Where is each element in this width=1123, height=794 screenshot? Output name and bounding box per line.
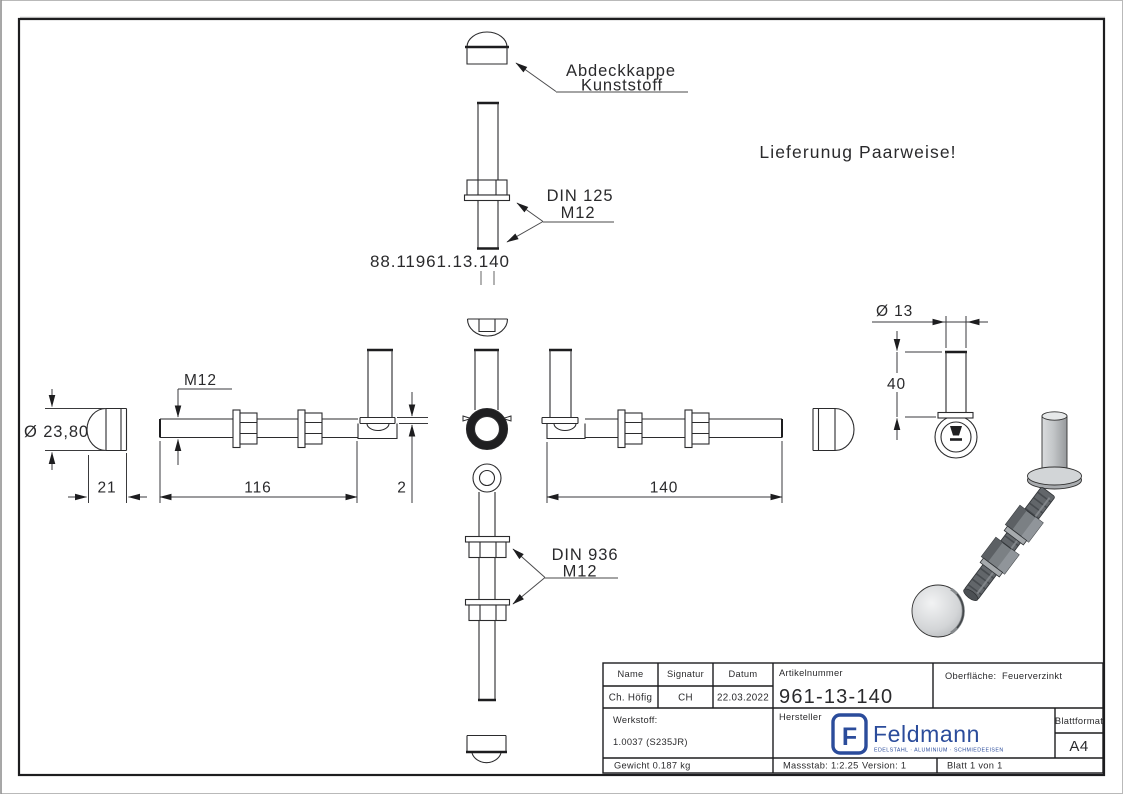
tb-version: Version: 1 (862, 761, 906, 771)
render-tube (1027, 411, 1082, 490)
dim-plate-thickness: 2 (397, 392, 428, 503)
tb-oberflaeche-label: Oberfläche: (945, 671, 996, 681)
dim-cap-length: 21 (68, 453, 147, 503)
washer-nut-pair-1 (232, 409, 258, 449)
washer-nut-pair-3 (617, 409, 643, 449)
cap-label-line1: Abdeckkappe (566, 62, 676, 80)
nut-washer-din125 (463, 179, 511, 202)
tube-plate-left (357, 348, 398, 440)
tb-werkstoff-value: 1.0037 (S235JR) (613, 737, 688, 747)
front-view-vertical (462, 318, 512, 764)
tb-value-name: Ch. Höfig (609, 693, 653, 704)
dim-plate-thickness-text: 2 (397, 480, 407, 497)
tb-value-datum: 22.03.2022 (717, 693, 769, 704)
tb-gewicht: Gewicht 0.187 kg (614, 761, 691, 771)
din936-label-line1: DIN 936 (552, 546, 619, 564)
dim-cap-diameter-text: Ø 23,80 (24, 423, 89, 441)
logo-mark-letter: F (842, 723, 857, 751)
dim-tube-diameter-text: Ø 13 (876, 303, 913, 320)
dim-cap-length-text: 21 (97, 480, 116, 497)
tb-blattformat-value: A4 (1069, 738, 1088, 755)
dim-thread: M12 (174, 372, 232, 465)
annotation-cover-cap: Abdeckkappe Kunststoff (515, 62, 688, 95)
delivery-note: Lieferunug Paarweise! (759, 142, 956, 162)
render-cap (911, 584, 965, 638)
logo-mark-frame (831, 713, 868, 755)
din125-label-line1: DIN 125 (547, 187, 614, 205)
annotation-din125: DIN 125 M12 (506, 187, 614, 243)
tube-plate-right (541, 348, 586, 440)
cap-label-line2: Kunststoff (581, 77, 663, 95)
tb-value-signatur: CH (678, 693, 693, 704)
washer-ring-view (472, 463, 502, 493)
feldmann-logo: F Feldmann EDELSTAHL · ALUMINIUM · SCHMI… (831, 713, 1004, 755)
dim-thread-text: M12 (184, 372, 217, 389)
locknut-2 (464, 598, 511, 622)
dim-tube-diameter: Ø 13 (872, 303, 988, 348)
tb-werkstoff-label: Werkstoff: (613, 715, 658, 725)
annotation-din936: DIN 936 M12 (512, 546, 619, 605)
tb-header-name: Name (618, 669, 644, 679)
cap-back-view (466, 318, 509, 337)
tb-blatt: Blatt 1 von 1 (947, 761, 1003, 771)
cap-side-left (86, 407, 128, 452)
dim-tube-height: 40 (884, 331, 942, 440)
threaded-rod-bottom (478, 492, 496, 702)
tube-front (474, 348, 499, 410)
dim-total-length: 140 (546, 441, 783, 503)
part-number: 88.11961.13.140 (370, 252, 510, 271)
logo-name: Feldmann (873, 721, 980, 747)
render-3d (911, 411, 1082, 638)
dim-tube-height-text: 40 (887, 376, 906, 393)
dim-thread-length-text: 116 (244, 480, 271, 497)
tube-section-ring (462, 407, 512, 451)
side-view-right (541, 348, 855, 452)
tb-header-datum: Datum (729, 669, 758, 679)
din125-label-line2: M12 (561, 204, 596, 222)
rod-side-left (159, 418, 358, 439)
washer-nut-pair-2 (297, 409, 323, 449)
logo-tagline: EDELSTAHL · ALUMINIUM · SCHMIEDEEISEN (874, 748, 1004, 754)
exploded-top-view (463, 31, 511, 285)
tb-massstab: Massstab: 1:2.25 (783, 761, 859, 771)
threaded-rod-top (477, 101, 499, 250)
tube-detail-body (934, 350, 978, 459)
din936-label-line2: M12 (563, 563, 598, 581)
render-rod (963, 487, 1055, 602)
side-view-left (86, 348, 398, 452)
tb-header-signatur: Signatur (667, 669, 704, 679)
cap-side-right (812, 407, 855, 452)
dim-thread-length: 116 (159, 441, 358, 503)
tb-artikelnummer-value: 961-13-140 (779, 686, 893, 708)
tb-hersteller-label: Hersteller (779, 712, 822, 722)
cover-cap-top (465, 31, 509, 65)
tb-blattformat-label: Blattformat (1055, 716, 1103, 726)
tb-artikelnummer-label: Artikelnummer (779, 668, 843, 678)
washer-nut-pair-4 (684, 409, 710, 449)
cover-cap-bottom (466, 734, 507, 764)
tb-oberflaeche-value: Feuerverzinkt (1002, 671, 1062, 681)
locknut-1 (464, 535, 511, 559)
tube-detail-view: Ø 13 40 (872, 303, 988, 459)
dim-cap-diameter: Ø 23,80 (24, 389, 106, 470)
title-block: Name Signatur Datum Ch. Höfig CH 22.03.2… (602, 662, 1104, 774)
dim-total-length-text: 140 (650, 480, 679, 497)
